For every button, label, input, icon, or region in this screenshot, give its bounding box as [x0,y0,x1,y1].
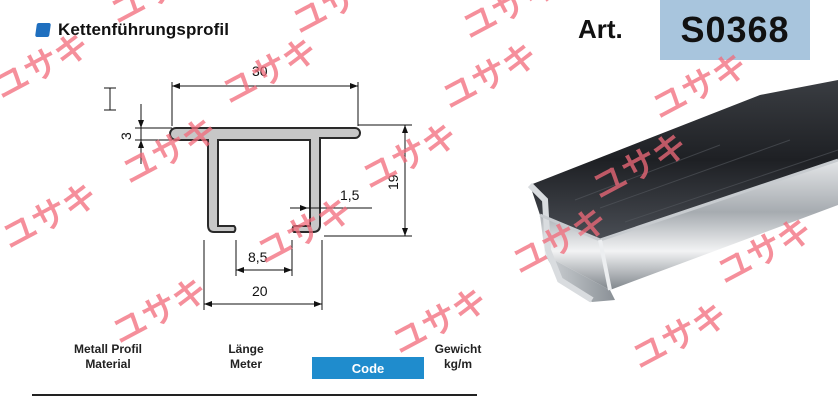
profile-cross-section [169,127,361,233]
article-number: S0368 [680,9,790,50]
article-label: Art. [578,14,623,44]
product-rail-image [527,80,838,303]
watermark-text: ユサキ [0,26,96,107]
dimension-arrows [138,83,408,307]
watermark-text: ユサキ [456,0,564,47]
column-header-length-line2: Meter [229,357,262,371]
column-header-material-line1: Metall Profil [73,342,142,356]
column-header-weight-line2: kg/m [443,357,472,371]
table-header-divider [32,394,477,396]
dim-height: 19 [385,174,401,190]
watermark-text: ユサキ [356,116,464,197]
watermark-text: ユサキ [216,31,324,112]
column-header-material-line2: Material [85,357,131,371]
column-header-length-line1: Länge [228,342,264,356]
dim-width-bottom: 20 [252,283,268,299]
dim-lip: 1,5 [340,187,360,203]
watermark-text: ユサキ [104,0,212,32]
section-header: Kettenführungsprofil [35,20,230,40]
dim-opening: 8,5 [248,249,268,265]
article-number-box: S0368 [660,0,810,60]
watermark-text: ユサキ [626,296,734,377]
dim-width-top: 30 [252,63,268,79]
dim-thickness: 3 [118,132,134,140]
watermark-text: ユサキ [0,176,104,257]
column-header-length: Länge Meter [206,342,286,372]
watermark-text: ユサキ [436,36,544,117]
dimension-lines [104,82,412,310]
column-header-weight-line1: Gewicht [434,342,482,356]
section-title: Kettenführungsprofil [58,20,230,39]
column-header-code: Code [312,357,424,379]
column-header-material: Metall Profil Material [60,342,156,372]
column-header-weight: Gewicht kg/m [420,342,496,372]
watermark-text: ユサキ [251,191,359,272]
watermark-text: ユサキ [106,271,214,352]
